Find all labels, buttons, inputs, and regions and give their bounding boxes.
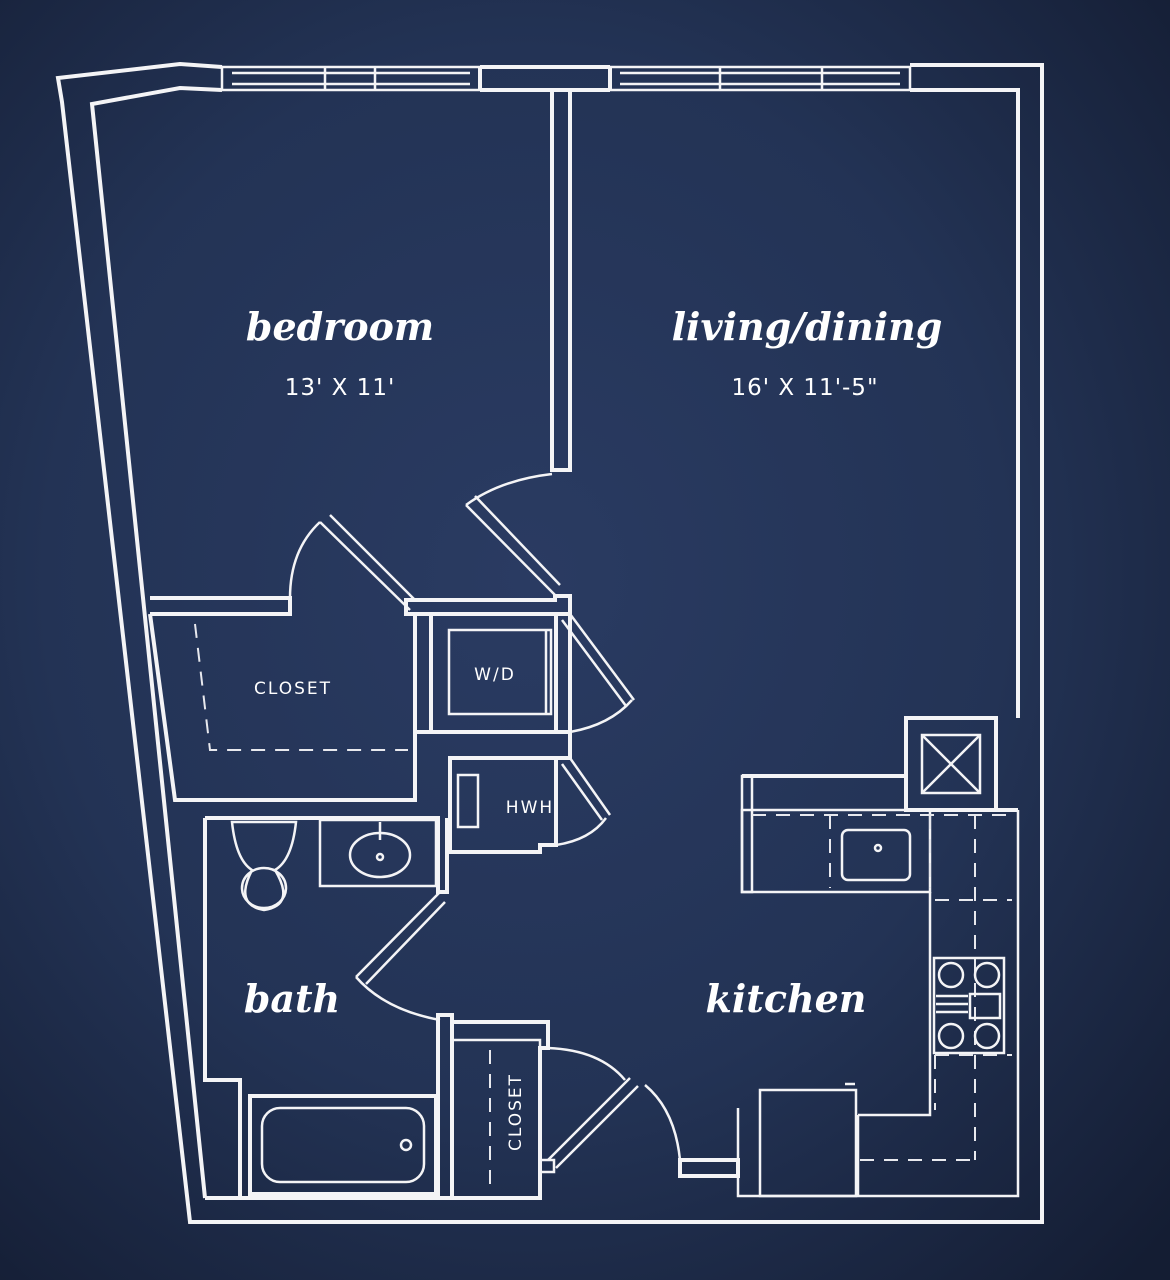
kitchen-area xyxy=(736,716,1020,1198)
exterior-walls xyxy=(55,61,1044,1224)
hwh-label: HWH xyxy=(506,798,554,818)
window-living xyxy=(608,65,912,92)
living-dining-size: 16' X 11'-5" xyxy=(731,375,878,401)
hwh-closet xyxy=(415,730,612,854)
washer-dryer-label: W/D xyxy=(474,665,516,685)
bedroom-closet xyxy=(148,514,572,802)
bathroom xyxy=(203,816,454,1200)
bedroom-door xyxy=(465,472,561,596)
bedroom-name: bedroom xyxy=(246,304,434,349)
window-bedroom xyxy=(220,65,482,92)
bedroom-size: 13' X 11' xyxy=(285,375,396,401)
kitchen-name: kitchen xyxy=(706,976,867,1021)
closet-label-hall: CLOSET xyxy=(506,1073,526,1151)
closet-label-bedroom: CLOSET xyxy=(254,679,332,699)
partition-wall xyxy=(550,90,572,472)
living-dining-name: living/dining xyxy=(672,304,943,349)
bath-name: bath xyxy=(244,976,340,1021)
